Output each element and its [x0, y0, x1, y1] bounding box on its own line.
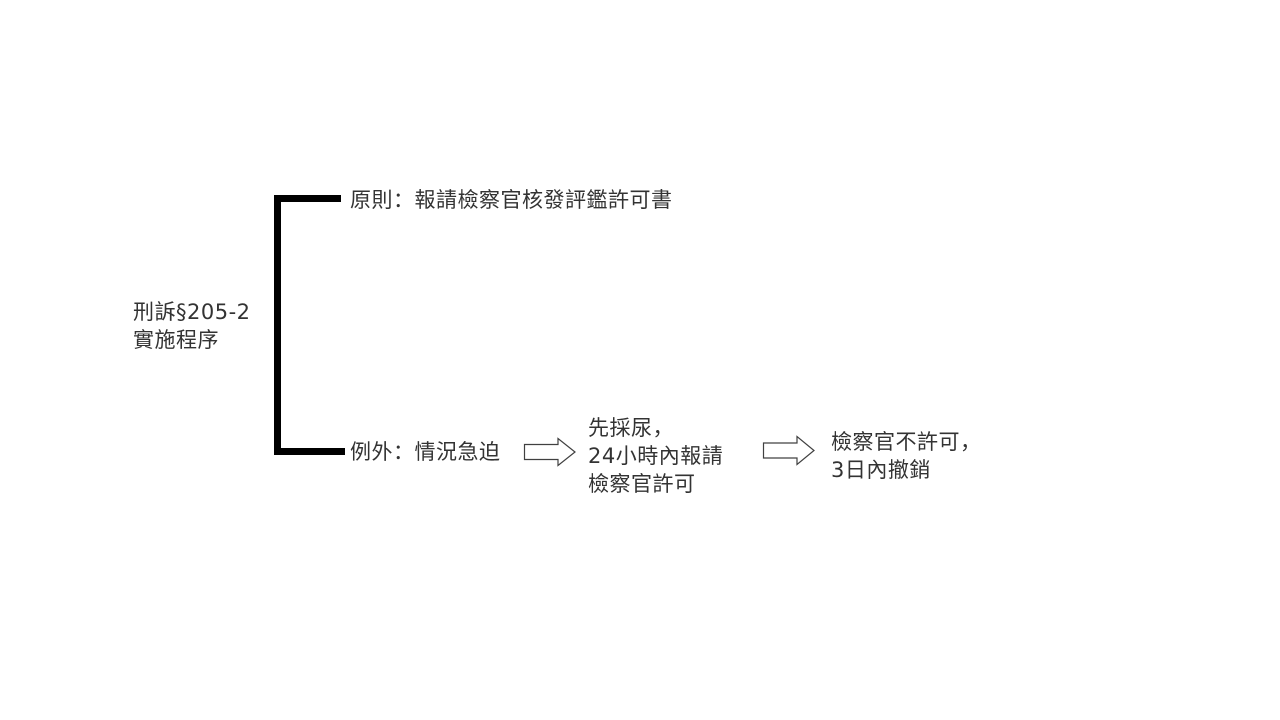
hollow-right-arrow-icon: [762, 435, 815, 466]
exception-step1: 先採尿， 24小時內報請 檢察官許可: [588, 414, 723, 498]
root-line-2: 實施程序: [133, 328, 219, 352]
bracket-top-branch: [274, 195, 341, 202]
exception-label: 例外：情況急迫: [350, 440, 501, 464]
step1-line-2: 24小時內報請: [588, 444, 724, 468]
step2-line-1: 檢察官不許可，: [831, 430, 982, 454]
bracket-vertical: [274, 195, 281, 455]
principle-label: 原則：報請檢察官核發評鑑許可書: [350, 188, 673, 212]
step1-line-1: 先採尿，: [588, 416, 674, 440]
step1-line-3: 檢察官許可: [588, 472, 696, 496]
bracket-bottom-branch: [274, 448, 345, 455]
step2-line-2: 3日內撤銷: [831, 458, 931, 482]
hollow-right-arrow-icon: [523, 437, 576, 467]
root-line-1: 刑訴§205-2: [133, 300, 251, 324]
root-node: 刑訴§205-2 實施程序: [133, 298, 251, 354]
exception-step2: 檢察官不許可， 3日內撤銷: [831, 428, 982, 484]
